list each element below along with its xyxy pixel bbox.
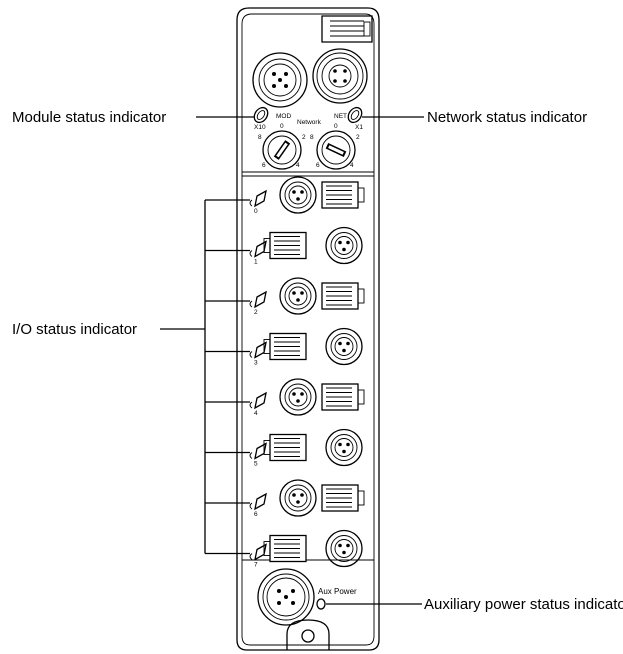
mod-rotary-switch <box>262 130 302 170</box>
io-connector <box>325 226 363 265</box>
io-plug <box>263 534 307 563</box>
mod-label: MOD <box>276 113 291 120</box>
led-notch <box>249 351 253 358</box>
io-connector <box>279 176 317 214</box>
network-label: Network <box>297 119 322 126</box>
io-channel-number: 0 <box>254 208 258 215</box>
mod-dial-0: 0 <box>280 123 284 130</box>
io-connector <box>279 378 317 416</box>
x10-label: X10 <box>254 124 266 131</box>
led-notch <box>249 452 253 459</box>
io-channels: 0 1 2 3 4 5 6 7 <box>249 176 365 569</box>
io-channel-row: 0 <box>249 176 365 215</box>
led-notch <box>249 199 253 207</box>
io-plug <box>263 231 307 260</box>
mod-dial-6: 6 <box>262 162 266 169</box>
network-status-callout: Network status indicator <box>427 109 587 126</box>
net-label: NET <box>334 113 347 120</box>
io-channel-row: 6 <box>249 479 365 518</box>
io-connector <box>325 529 363 568</box>
io-channel-row: 1 <box>249 226 363 266</box>
led-notch <box>249 553 253 560</box>
net-dial-2: 2 <box>356 134 360 141</box>
aux-power-label: Aux Power <box>318 587 357 596</box>
module-status-callout: Module status indicator <box>12 109 166 126</box>
io-connector <box>279 479 317 517</box>
mod-status-led <box>253 106 269 124</box>
module-housing <box>236 7 380 651</box>
io-status-led <box>254 189 267 208</box>
aux-power-led <box>316 598 326 610</box>
top-latch <box>321 15 373 43</box>
net-dial-8: 8 <box>310 134 314 141</box>
x1-label: X1 <box>355 124 363 131</box>
mod-dial-2: 2 <box>302 134 306 141</box>
aux-power-connector <box>257 568 315 626</box>
io-channel-row: 7 <box>249 529 363 569</box>
io-plug <box>263 433 307 462</box>
net-dial-6: 6 <box>316 162 320 169</box>
io-channel-number: 3 <box>254 360 258 367</box>
net-status-led <box>347 106 363 124</box>
io-channel-row: 4 <box>249 378 365 417</box>
network-connector-2 <box>312 48 368 104</box>
io-status-led <box>254 290 267 309</box>
mod-dial-8: 8 <box>258 134 262 141</box>
io-channel-row: 2 <box>249 277 365 316</box>
net-dial-0: 0 <box>334 123 338 130</box>
io-plug <box>321 484 365 512</box>
io-status-led <box>254 492 267 511</box>
io-channel-row: 3 <box>249 327 363 367</box>
mounting-lug <box>286 619 330 650</box>
io-status-led <box>254 391 267 410</box>
mod-dial-4: 4 <box>296 162 300 169</box>
io-plug <box>263 332 307 361</box>
io-connector <box>279 277 317 315</box>
io-channel-number: 7 <box>254 562 258 569</box>
net-dial-4: 4 <box>350 162 354 169</box>
network-connector-1 <box>252 52 308 108</box>
io-plug <box>321 181 365 209</box>
io-plug <box>321 282 365 310</box>
aux-power-callout: Auxiliary power status indicator <box>424 596 623 613</box>
io-plug <box>321 383 365 411</box>
led-notch <box>249 502 253 510</box>
led-notch <box>249 401 253 409</box>
io-channel-number: 5 <box>254 461 258 468</box>
io-channel-number: 6 <box>254 511 258 518</box>
io-channel-number: 1 <box>254 259 258 266</box>
io-status-callout: I/O status indicator <box>12 321 137 338</box>
io-status-bracket <box>204 199 250 555</box>
io-connector <box>325 428 363 467</box>
net-rotary-switch <box>316 130 356 170</box>
io-connector <box>325 327 363 366</box>
led-notch <box>249 250 253 257</box>
led-notch <box>249 300 253 308</box>
io-channel-row: 5 <box>249 428 363 468</box>
io-channel-number: 2 <box>254 309 258 316</box>
io-channel-number: 4 <box>254 410 258 417</box>
